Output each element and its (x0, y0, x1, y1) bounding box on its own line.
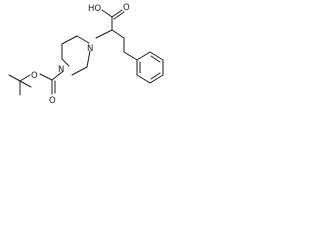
structure-canvas: HO O N N (0, 0, 173, 122)
bond-ch2-phenyl (123, 51, 138, 61)
bond-phenyl-4 (149, 74, 164, 84)
atom-label-boc-ester-oxygen: O (31, 71, 38, 81)
bond-tbutyl-methyl-3 (19, 80, 32, 88)
bond-phenyl-2 (149, 51, 164, 61)
bond-ring-2 (61, 35, 78, 45)
bond-ring-4 (71, 66, 88, 76)
atom-label-nitrogen-top: N (87, 44, 93, 54)
piperazine-ring: N N (58, 35, 93, 76)
bond-alpha-nitrogen (95, 29, 113, 39)
bond-ester-oxygen-tbutyl (19, 74, 31, 82)
boc-group: O O (8, 71, 63, 106)
atom-label-hydroxyl: HO (88, 4, 101, 14)
bond-phenyl-1 (136, 51, 151, 61)
chemical-structure-diagram: HO O N N (8, 3, 164, 106)
bond-nitrogen-carbamate (51, 71, 63, 81)
atom-label-nitrogen-bottom: N (58, 65, 64, 75)
atom-label-boc-carbonyl-oxygen: O (49, 96, 56, 106)
bond-ring-1 (76, 35, 90, 44)
bond-carbonyl-oxygen (111, 9, 123, 18)
bond-hydroxyl-carbonyl (101, 9, 113, 18)
bond-carbamate-ester-oxygen (39, 73, 53, 81)
backbone (95, 29, 138, 61)
bond-phenyl-inner-2 (150, 72, 161, 80)
bond-phenyl-inner-1 (150, 55, 161, 63)
bond-ring-5 (86, 50, 91, 68)
bond-ring-6 (61, 58, 70, 67)
bond-tbutyl-methyl-1 (8, 74, 21, 82)
bond-alpha-ch2 (111, 29, 125, 39)
bond-carbonyl-oxygen-double (113, 11, 125, 20)
atom-label-carbonyl-oxygen: O (123, 3, 130, 13)
carboxylic-acid-group: HO O (88, 3, 130, 31)
bond-phenyl-5 (136, 74, 151, 84)
phenyl-ring (136, 51, 164, 84)
